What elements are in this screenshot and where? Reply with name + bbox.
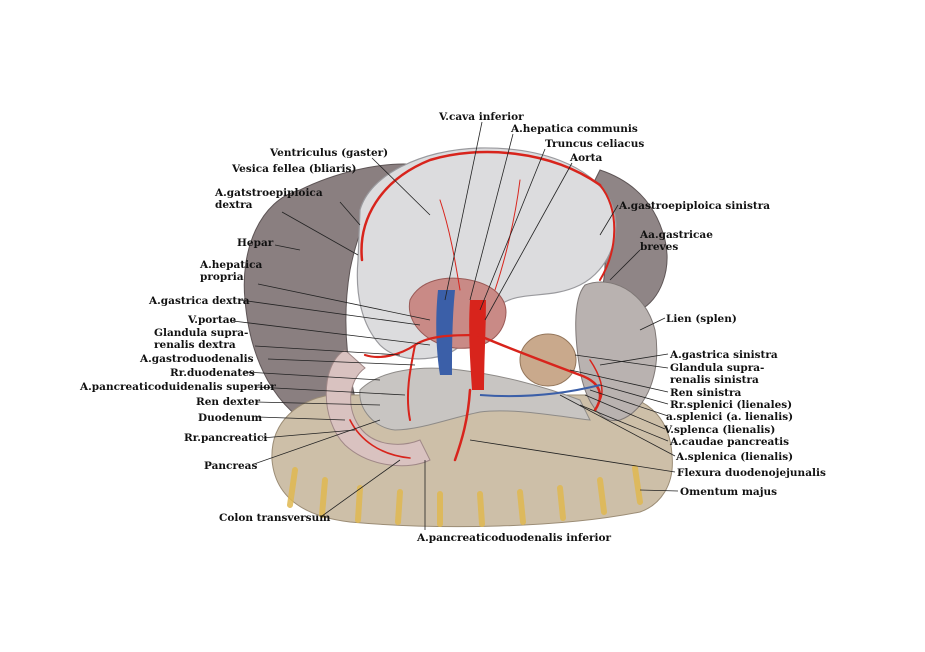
label-glandula-suprarenalis-dextra: Glandula supra- renalis dextra (154, 327, 249, 351)
leader-lines (232, 121, 679, 530)
aorta (469, 300, 486, 390)
label-a-splenica: A.splenica (lienalis) (676, 451, 794, 463)
label-a-gastrica-sinistra: A.gastrica sinistra (670, 349, 778, 361)
label-a-gastroduodenalis: A.gastroduodenalis (140, 353, 254, 365)
label-omentum-majus: Omentum majus (680, 486, 778, 498)
label-ventriculus: Ventriculus (gaster) (270, 147, 389, 159)
label-a-gastroepiploica-dextra: A.gatstroepiploica dextra (215, 187, 323, 211)
label-truncus-celiacus: Truncus celiacus (545, 138, 645, 150)
omentum-fat-stripes (287, 465, 643, 527)
label-glandula-suprarenalis-sinistra: Glandula supra- renalis sinistra (670, 362, 765, 386)
label-rr-pancreatici: Rr.pancreatici (184, 432, 268, 444)
left-kidney (519, 333, 577, 387)
label-a-caudae-pancreatis: A.caudae pancreatis (670, 436, 790, 448)
label-a-hepatica-communis: A.hepatica communis (511, 123, 638, 135)
label-a-hepatica-propria: A.hepatica propria (200, 259, 263, 283)
label-flexura-duodenojejunalis: Flexura duodenojejunalis (677, 467, 826, 479)
label-a-gastrica-dextra: A.gastrica dextra (149, 295, 250, 307)
vena-cava (436, 290, 455, 375)
arteries (349, 150, 616, 462)
label-a-splenici: a.splenici (a. lienalis) (666, 411, 794, 423)
label-a-pancreaticoduodenalis-inferior: A.pancreaticoduodenalis inferior (417, 532, 612, 544)
label-a-gastroepiploica-sinistra: A.gastroepiploica sinistra (619, 200, 771, 212)
label-aorta: Aorta (570, 152, 603, 164)
label-vesica-fellea: Vesica fellea (bliaris) (232, 163, 357, 175)
label-aa-gastricae-breves: Aa.gastricae breves (640, 229, 713, 253)
label-colon-transversum: Colon transversum (219, 512, 331, 524)
label-a-pancreaticoduodenalis-superior: A.pancreaticoduidenalis superior (80, 381, 276, 393)
label-v-splenica: V.splenca (lienalis) (664, 424, 776, 436)
splenic-vein (479, 384, 601, 398)
label-duodenum: Duodenum (198, 412, 263, 424)
label-hepar: Hepar (237, 237, 274, 249)
label-pancreas: Pancreas (204, 460, 258, 472)
label-v-portae: V.portae (188, 314, 237, 326)
label-ren-sinistra: Ren sinistra (670, 387, 742, 399)
duodenum (325, 349, 431, 467)
label-rr-splenici: Rr.splenici (lienales) (670, 399, 793, 411)
label-rr-duodenates: Rr.duodenates (170, 367, 255, 379)
label-ren-dexter: Ren dexter (196, 396, 261, 408)
label-vena-cava-inferior: V.cava inferior (439, 111, 524, 123)
label-lien: Lien (splen) (666, 313, 737, 325)
